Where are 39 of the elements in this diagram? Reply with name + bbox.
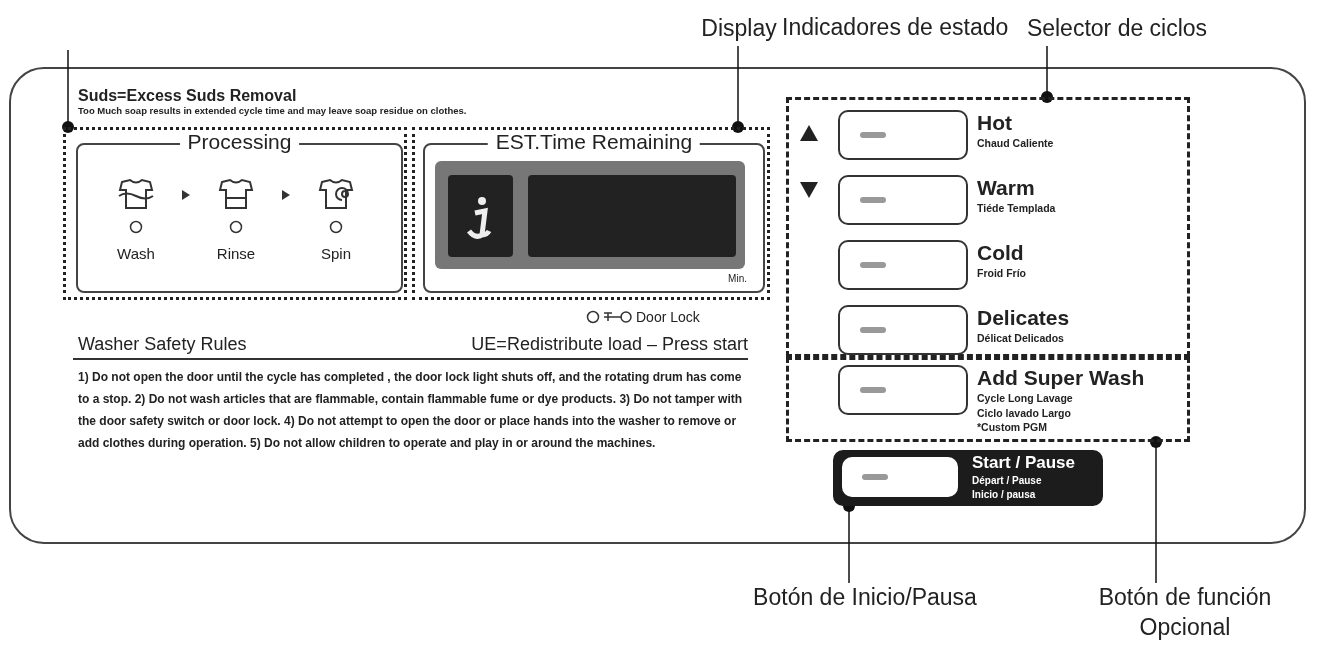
leader-line: [1041, 45, 1053, 103]
dashed-outline: [786, 357, 1190, 442]
option-translation: Cycle Long Lavage: [977, 392, 1073, 404]
note-heading: Suds=Excess Suds Removal: [78, 87, 297, 106]
leader-line: [1150, 436, 1162, 584]
option-translation: Inicio / pausa: [972, 489, 1036, 500]
error-code-note: UE=Redistribute load – Press start: [470, 334, 748, 355]
section-heading: Washer Safety Rules: [78, 334, 247, 355]
callout-text: Indicadores de estado: [782, 14, 1009, 41]
stage-label: Wash: [116, 245, 156, 262]
option-translation: Chaud Caliente: [977, 137, 1054, 149]
callout-text: Display: [700, 14, 778, 43]
safety-rules-text: 1) Do not open the door until the cycle has completed , the door lock light shuts off, and the rotating drum has come to a stop. 2) Do not wash articles that are flammable, contain flammable fume or dye products. 3) Do not tamper with the door safety switch or door lock. 4) Do not attempt to open the door or place hands into the washer to remove or add clothes during operation. 5) Do not allow children to operate and play in or around the machines.: [78, 369, 744, 452]
leader-line: [62, 49, 74, 133]
option-translation: Froid Frío: [977, 267, 1026, 279]
stage-label: Rinse: [215, 245, 257, 262]
callout-text: Selector de ciclos: [1025, 14, 1209, 43]
option-translation: Tiéde Templada: [977, 202, 1056, 214]
option-label: Start / Pause: [972, 453, 1075, 473]
unit-label: Min.: [728, 273, 747, 284]
dashed-outline: [786, 97, 1190, 357]
option-translation: *Custom PGM: [977, 421, 1047, 433]
option-translation: Ciclo lavado Largo: [977, 406, 1071, 419]
option-label: Delicates: [977, 306, 1070, 330]
callout-text: Botón de Inicio/Pausa: [752, 583, 978, 612]
option-label: Cold: [977, 241, 1024, 265]
option-label: Hot: [977, 111, 1012, 135]
note-text: Too Much soap results in extended cycle time and may leave soap residue on clothes.: [78, 106, 467, 117]
indicator-label: Door Lock: [636, 309, 700, 326]
option-label: Add Super Wash: [977, 366, 1145, 390]
option-label: Warm: [977, 176, 1035, 200]
callout-text: Botón de función Opcional: [1097, 583, 1273, 642]
leader-line: [732, 45, 744, 133]
option-translation: Départ / Pause: [972, 475, 1042, 486]
dashed-outline: [412, 127, 770, 300]
stage-label: Spin: [320, 245, 352, 262]
start-pause-panel: [833, 450, 1103, 506]
option-translation: Délicat Delicados: [977, 332, 1064, 344]
dashed-outline: [63, 127, 407, 300]
